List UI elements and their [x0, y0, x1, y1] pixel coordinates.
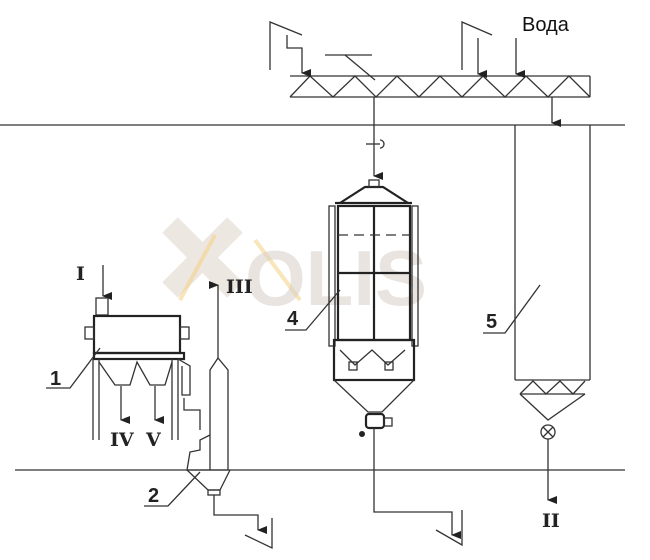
label-2: 2	[148, 485, 159, 507]
label-IV: IV	[110, 429, 135, 451]
leader-2	[144, 471, 201, 507]
label-II: II	[542, 510, 560, 532]
screw-conveyor	[289, 54, 591, 98]
leader-1	[46, 347, 101, 389]
output-bin-cyclone	[244, 518, 273, 550]
watermark-text: OLIS	[245, 234, 427, 322]
watermark-logo: OLIS	[162, 217, 427, 322]
label-III: III	[226, 276, 253, 298]
hopper-left	[269, 21, 303, 70]
feed-arrow-left	[286, 35, 311, 77]
label-I: I	[76, 263, 85, 285]
machine-4	[328, 179, 419, 437]
output-bin-machine	[435, 510, 463, 547]
storage-bin-5	[514, 125, 591, 440]
separator-1	[84, 297, 201, 440]
valve-icon	[379, 139, 385, 149]
label-5: 5	[486, 311, 497, 333]
label-4: 4	[287, 308, 299, 330]
cyclone-2	[186, 356, 231, 496]
hopper-right	[461, 21, 493, 70]
leader-5	[483, 284, 541, 334]
label-V: V	[145, 429, 162, 451]
cyclone-output-line	[213, 495, 267, 534]
machine-output-line	[373, 428, 461, 539]
water-label: Вода	[522, 14, 570, 36]
label-1: 1	[50, 368, 61, 390]
leader-4	[285, 289, 341, 331]
